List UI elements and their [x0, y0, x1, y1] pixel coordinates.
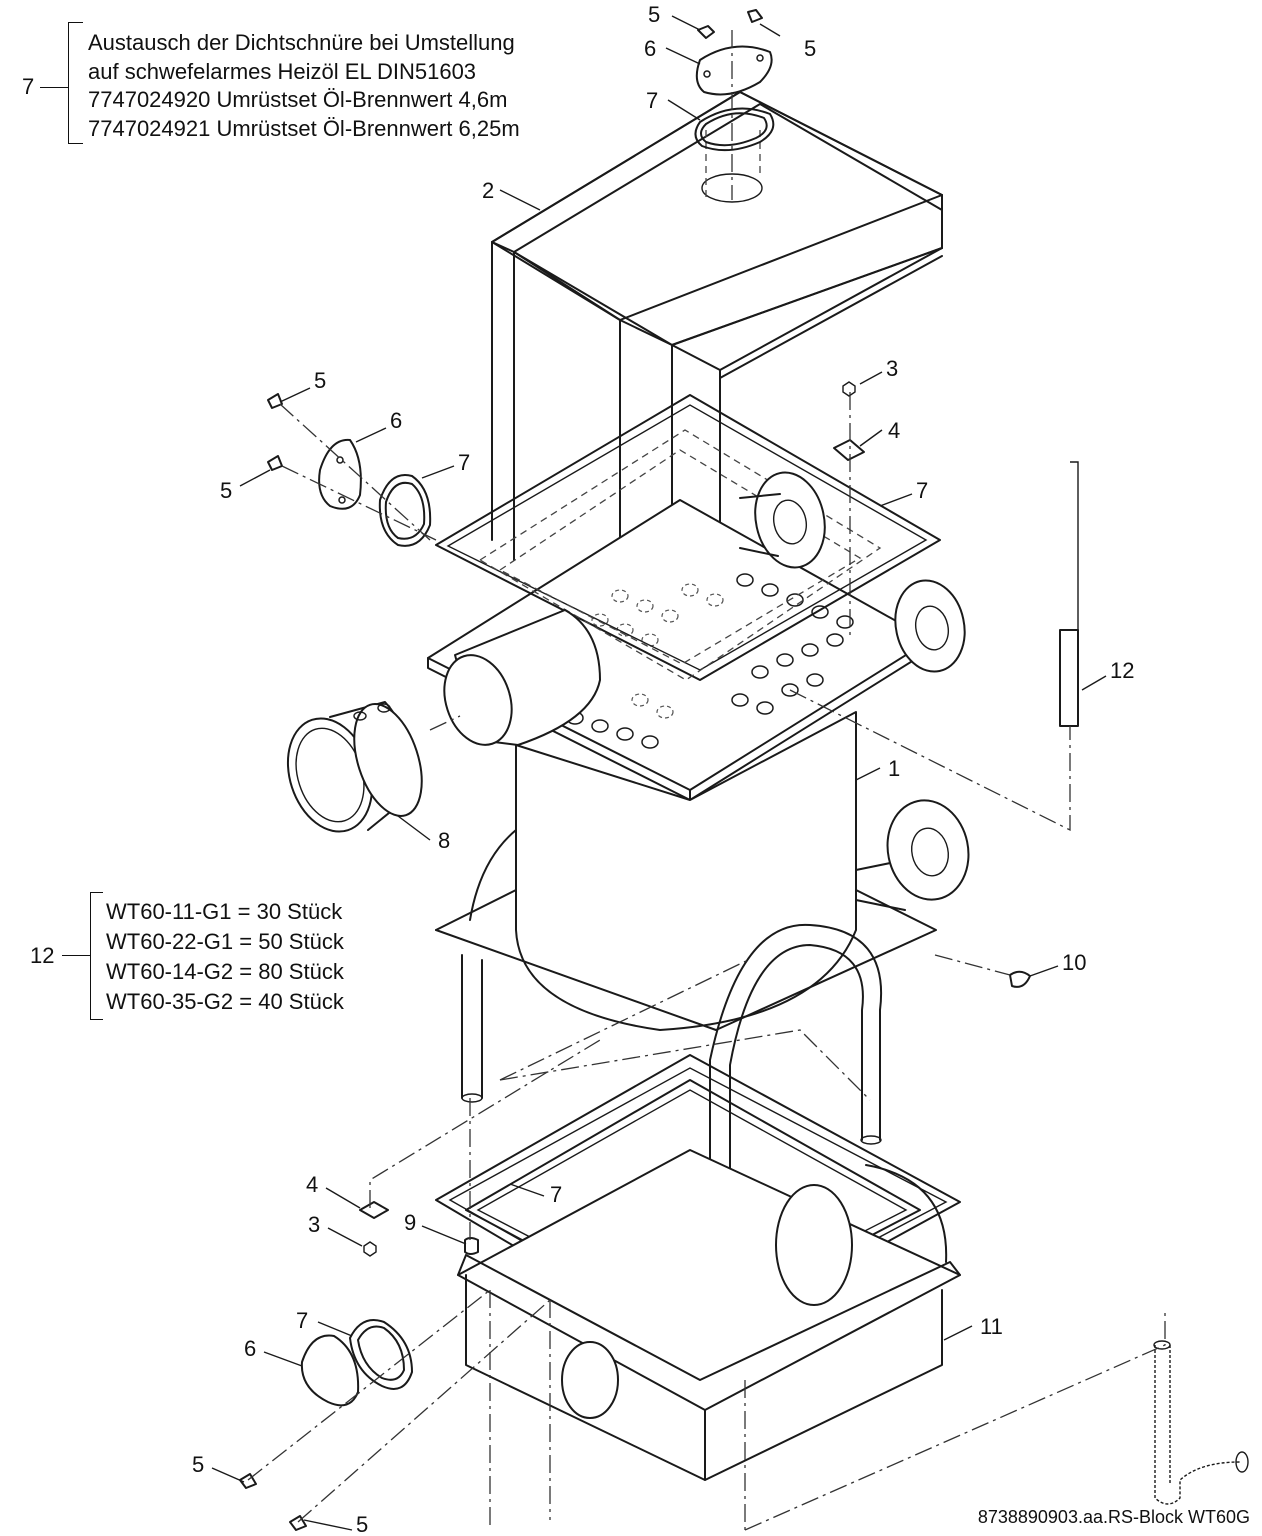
left-note-line: WT60-22-G1 = 50 Stück: [106, 929, 344, 954]
callout-1: 1: [888, 756, 900, 781]
callout-4: 4: [306, 1172, 318, 1197]
condensate-tray-part-11: [457, 1149, 961, 1481]
assembly-center-lines: [247, 30, 1166, 1531]
coupling-part-8: [286, 701, 423, 833]
left-note-text: WT60-11-G1 = 30 Stück WT60-22-G1 = 50 St…: [106, 897, 344, 1017]
callout-4: 4: [888, 418, 900, 443]
callout-5: 5: [804, 36, 816, 61]
flange-mid-right: [894, 579, 966, 673]
side-pipe-left: [443, 609, 601, 746]
left-cover-assembly: [267, 393, 432, 547]
callout-10: 10: [1062, 950, 1086, 975]
left-note-bracket: [90, 892, 103, 1020]
top-note-line: 7747024921 Umrüstset Öl-Brennwert 6,25m: [88, 115, 520, 141]
callout-11: 11: [980, 1314, 1003, 1339]
callout-6: 6: [244, 1336, 256, 1361]
callout-9: 9: [404, 1210, 416, 1235]
callout-5: 5: [220, 478, 232, 503]
upper-gasket-frame: [435, 394, 941, 681]
burner-cylinder-part-1: [469, 711, 857, 1031]
bottom-left-cover-assembly: [239, 1319, 413, 1531]
top-note-bracket: [68, 22, 83, 144]
top-note-line: Austausch der Dichtschnüre bei Umstellun…: [88, 30, 515, 55]
callout-7: 7: [646, 88, 658, 113]
top-note-ref: 7: [22, 74, 35, 99]
hardware-small-parts: [359, 381, 1079, 1257]
callout-6: 6: [644, 36, 656, 61]
callout-8: 8: [438, 828, 450, 853]
callout-2: 2: [482, 178, 494, 203]
flange-lower-right: [855, 799, 970, 911]
callout-7: 7: [916, 478, 928, 503]
flange-upper-right: [739, 471, 826, 569]
callout-5: 5: [192, 1452, 204, 1477]
callout-7: 7: [458, 450, 470, 475]
callout-labels: 5 5 6 7 2 3 4 5 6 7 5 7 12 1 8 10 4 7 3 …: [192, 2, 1134, 1536]
callout-7: 7: [296, 1308, 308, 1333]
left-note-line: WT60-11-G1 = 30 Stück: [106, 899, 343, 924]
cylinder-base-plate: [435, 889, 937, 1031]
callout-7: 7: [550, 1182, 562, 1207]
callout-6: 6: [390, 408, 402, 433]
callout-5: 5: [648, 2, 660, 27]
top-note-leader: [40, 87, 68, 88]
callout-5: 5: [314, 368, 326, 393]
left-support-rods: [461, 954, 483, 1103]
drain-siphon: [1153, 1340, 1249, 1505]
callout-5: 5: [356, 1512, 368, 1536]
plate-holes: [536, 573, 854, 749]
callout-leaders: [211, 15, 1107, 1531]
left-note-line: WT60-35-G2 = 40 Stück: [106, 989, 344, 1014]
callout-3: 3: [308, 1212, 320, 1237]
document-id: 8738890903.aa.RS-Block WT60G: [977, 1507, 1250, 1527]
top-note-text: Austausch der Dichtschnüre bei Umstellun…: [88, 29, 520, 143]
top-note-line: 7747024920 Umrüstset Öl-Brennwert 4,6m: [88, 87, 508, 112]
callout-3: 3: [886, 356, 898, 381]
top-cover-assembly: [694, 9, 775, 152]
callout-12: 12: [1110, 658, 1134, 683]
left-note-ref: 12: [30, 943, 55, 968]
left-note-leader: [62, 955, 90, 956]
left-note-line: WT60-14-G2 = 80 Stück: [106, 959, 344, 984]
flue-box-part-2: [491, 91, 943, 741]
top-note-line: auf schwefelarmes Heizöl EL DIN51603: [88, 58, 477, 84]
